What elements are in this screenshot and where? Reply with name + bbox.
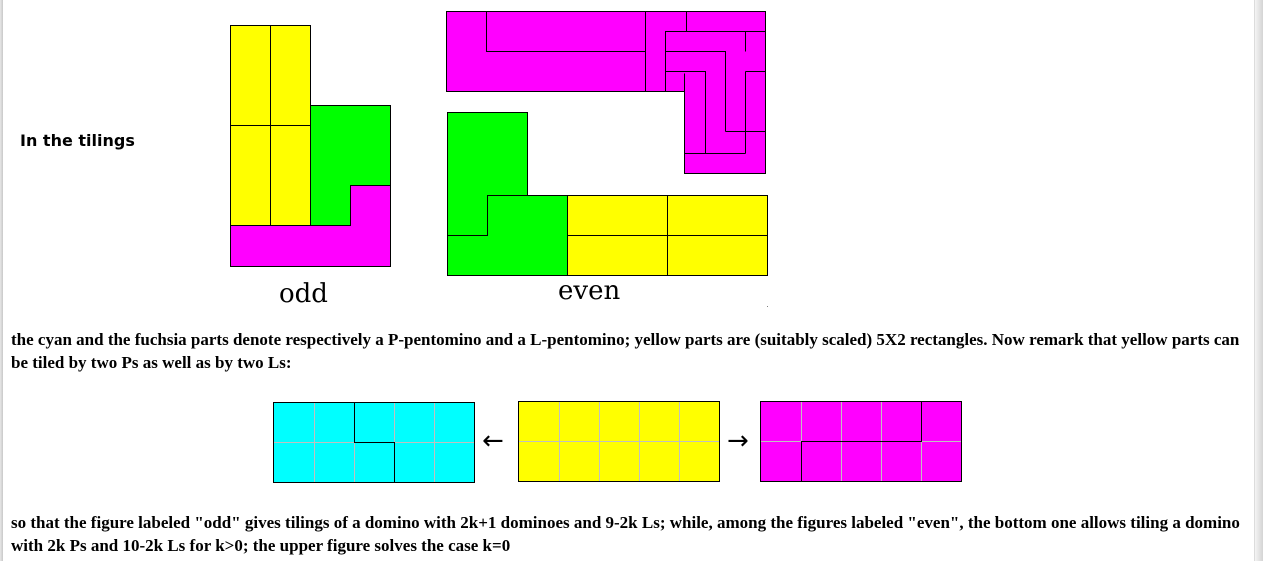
odd-figure [230, 25, 391, 267]
stray-dot [767, 306, 768, 307]
cyan-p-tiling [273, 402, 475, 483]
fuchsia-l-tiling [760, 401, 962, 482]
even-lower-green-region [447, 112, 568, 276]
even-upper-figure [446, 11, 766, 174]
even-label: even [558, 276, 621, 306]
odd-fuchsia-l-pentomino [230, 185, 391, 267]
right-arrow: → [727, 426, 749, 456]
left-arrow: ← [482, 426, 504, 456]
odd-label: odd [279, 279, 328, 309]
intro-text: In the tilings [20, 131, 135, 150]
paragraph-2: so that the figure labeled "odd" gives t… [11, 513, 1240, 555]
yellow-5x2-rectangle [518, 401, 720, 482]
scrollbar[interactable] [1254, 0, 1263, 561]
window-left-edge [0, 0, 3, 561]
paragraph-1: the cyan and the fuchsia parts denote re… [11, 330, 1240, 372]
even-lower-figure [447, 112, 768, 276]
